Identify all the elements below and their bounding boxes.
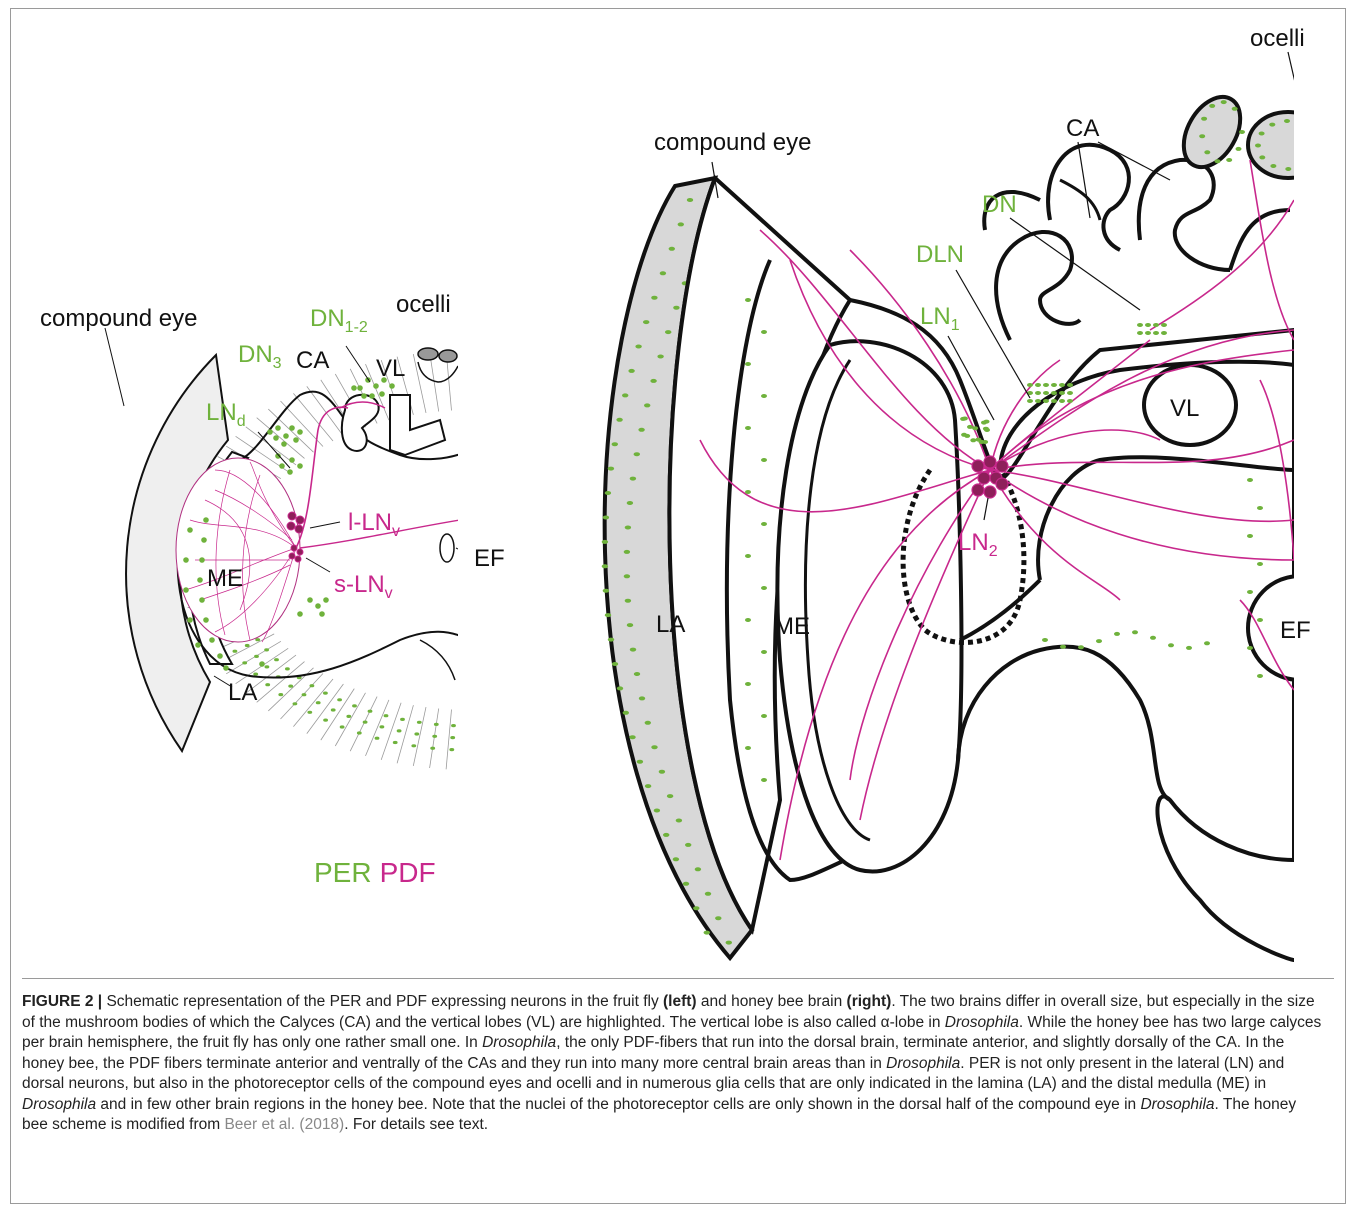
right-label-dn: DN: [982, 191, 1017, 218]
right-label-ln1: LN1: [920, 303, 960, 334]
right-label-ef: EF: [1280, 617, 1311, 644]
honeybee-brain-scheme: [602, 52, 1352, 960]
caption-italic: Drosophila: [22, 1096, 96, 1113]
left-label-dn12: DN1-2: [310, 305, 368, 336]
right-label-ocelli: ocelli: [1250, 25, 1305, 52]
legend: PER PDF: [314, 857, 436, 888]
caption-text: Schematic representation of the PER and …: [102, 993, 663, 1010]
right-label-ca: CA: [1066, 115, 1099, 142]
right-label-dln: DLN: [916, 241, 964, 268]
caption-text: and in few other brain regions in the ho…: [96, 1096, 1140, 1113]
caption-italic: Drosophila: [1140, 1096, 1214, 1113]
caption-italic: Drosophila: [886, 1055, 960, 1072]
caption-bold: (right): [847, 993, 892, 1010]
left-vertical-lobe: [390, 395, 445, 455]
caption-text: . For details see text.: [344, 1116, 488, 1133]
drosophila-brain-scheme: [105, 328, 592, 770]
right-label-ln2: LN2: [958, 529, 998, 560]
caption-bold: (left): [663, 993, 697, 1010]
left-label-ef: EF: [474, 545, 505, 572]
right-label-me: ME: [774, 613, 810, 640]
right-label-compound-eye: compound eye: [654, 129, 811, 156]
left-label-vl: VL: [376, 355, 405, 382]
legend-per: PER: [314, 857, 372, 888]
left-label-s-lnv: s-LNv: [334, 571, 393, 602]
left-label-l-lnv: l-LNv: [348, 509, 400, 540]
left-label-la: LA: [228, 679, 257, 706]
left-label-ca: CA: [296, 347, 329, 374]
caption-separator: [22, 978, 1334, 979]
left-ellipsoid-ef: [440, 534, 454, 562]
right-calyx-3: [1139, 160, 1230, 270]
caption-text: and honey bee brain: [697, 993, 847, 1010]
legend-pdf: PDF: [380, 857, 436, 888]
right-calyx-1: [996, 232, 1080, 340]
figure-caption: FIGURE 2 | Schematic representation of t…: [22, 992, 1324, 1136]
left-medulla: [176, 458, 300, 642]
left-label-compound-eye: compound eye: [40, 305, 197, 332]
figure-schematic: compound eye ocelli DN1-2 DN3 CA VL LNd …: [0, 0, 1358, 975]
caption-label: FIGURE 2 |: [22, 993, 102, 1010]
reference-link[interactable]: Beer et al. (2018): [224, 1116, 344, 1133]
left-label-ocelli: ocelli: [396, 291, 451, 318]
left-label-dn3: DN3: [238, 341, 282, 372]
left-label-me: ME: [207, 565, 243, 592]
left-label-lnd: LNd: [206, 399, 246, 430]
right-label-la: LA: [656, 611, 685, 638]
caption-italic: Drosophila: [482, 1034, 556, 1051]
right-label-vl: VL: [1170, 395, 1199, 422]
caption-italic: Drosophila: [945, 1014, 1019, 1031]
